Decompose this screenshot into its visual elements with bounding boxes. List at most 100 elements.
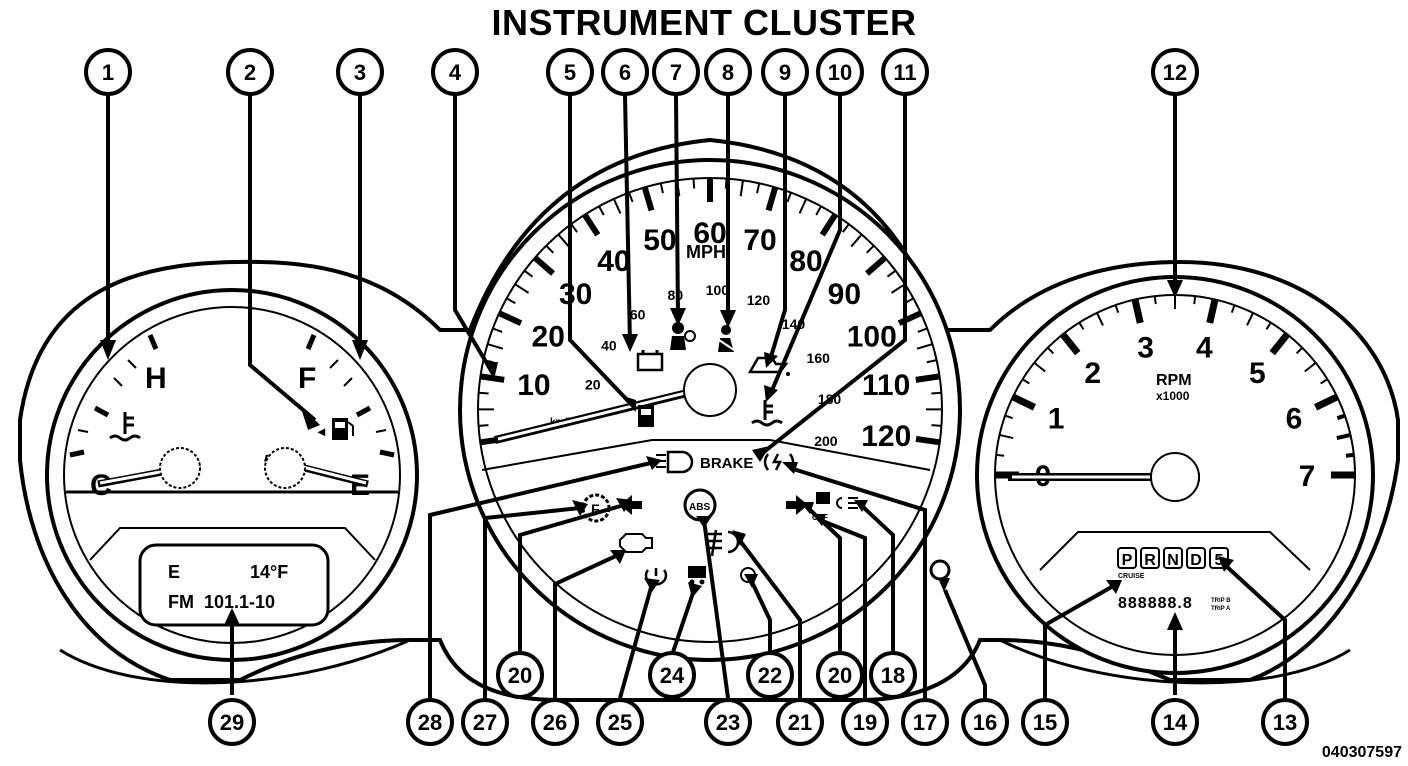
svg-text:F: F	[591, 501, 600, 517]
speedometer-kmh-label: 20	[585, 376, 601, 392]
tachometer-tick	[1320, 378, 1328, 385]
speedometer-kmh-label: 80	[668, 287, 684, 303]
gear-label: 5	[1215, 552, 1224, 569]
speedometer-tick	[915, 373, 940, 383]
gear-label: R	[1144, 552, 1156, 569]
tachometer-tick	[1206, 298, 1219, 324]
tachometer-tick	[1269, 332, 1290, 356]
speedometer-mph-label: 90	[828, 278, 861, 311]
odometer-readout: 888888.8	[1118, 595, 1193, 612]
hill-descent-icon	[688, 566, 706, 585]
fuel-pump-icon: ◂	[317, 418, 354, 440]
speedometer-needle-hub	[683, 363, 737, 417]
temp-minor-ticks	[77, 359, 137, 433]
tachometer-label: 4	[1196, 331, 1213, 364]
speedometer-tick	[765, 186, 779, 212]
callout-circle	[881, 48, 929, 96]
tachometer-tick	[1022, 378, 1030, 385]
callout-number: 28	[418, 710, 442, 735]
seatbelt-icon	[715, 325, 735, 352]
callout-number: 2	[244, 60, 256, 85]
speedometer-mph-label: 40	[597, 245, 630, 278]
callout-circle	[648, 651, 696, 699]
temp-needle-hub	[159, 447, 201, 489]
speedometer-tick	[756, 183, 761, 194]
speedometer-tick	[545, 245, 554, 254]
speedometer-tick	[786, 192, 792, 203]
tachometer-needle-hub	[1150, 452, 1200, 502]
trip-a-label: TRIP A	[1211, 606, 1231, 612]
callout-circle	[1021, 698, 1069, 746]
speedometer-tick	[917, 327, 928, 333]
abs-label: ABS	[689, 502, 710, 513]
tachometer-label: 3	[1137, 331, 1154, 364]
speedometer-tick	[570, 223, 578, 233]
speedometer-tick	[897, 310, 923, 326]
left-gauge-lower-arc	[89, 527, 376, 561]
speedometer-tick	[497, 310, 523, 326]
speedometer-mph-label: 10	[517, 369, 550, 402]
callout-number: 25	[608, 710, 632, 735]
battery-icon	[636, 350, 664, 372]
abs-warning-icon: ABS	[683, 488, 717, 522]
speedometer-tick	[886, 269, 897, 278]
callout-number: 13	[1273, 710, 1297, 735]
tachometer-tick	[1336, 413, 1346, 421]
callout-circle	[704, 48, 752, 96]
callout-number: 11	[893, 60, 916, 85]
tachometer-tick	[1153, 296, 1157, 305]
tachometer-tick	[1295, 347, 1303, 355]
cruise-indicator: CRUISE	[1118, 573, 1145, 580]
speedometer-kmh-label: 60	[630, 306, 646, 322]
brake-warning-text: BRAKE	[700, 455, 753, 472]
callout-circle	[816, 651, 864, 699]
speedometer-tick	[915, 435, 941, 446]
speedometer-tick	[582, 213, 601, 237]
callout-number: 24	[660, 663, 685, 688]
speedometer-tick	[931, 424, 942, 427]
tachometer-tick	[1304, 361, 1317, 373]
callout-circle	[531, 698, 579, 746]
callout-number: 12	[1163, 60, 1187, 85]
turn-signal-left-icon	[620, 495, 642, 515]
speedometer-needle-inner	[497, 383, 719, 441]
tachometer-label: 2	[1084, 357, 1101, 390]
speedometer-tick	[514, 283, 530, 294]
tachometer-label: 7	[1299, 460, 1316, 493]
leader-lines	[106, 94, 1287, 720]
tachometer-lower-plate	[1039, 531, 1311, 571]
callout-circle	[1261, 698, 1309, 746]
leader-arrowheads	[100, 280, 1234, 630]
speedometer-tick	[487, 343, 504, 350]
callout-number: 22	[758, 663, 782, 688]
callout-circle	[601, 48, 649, 96]
fuel-full-label: F	[298, 362, 316, 395]
speedometer-unit: MPH	[686, 242, 726, 262]
callout-number: 26	[543, 710, 567, 735]
figure-id: 040307597	[1321, 744, 1402, 761]
speedometer-tick	[926, 359, 937, 364]
tachometer-tick	[1078, 322, 1085, 330]
speedometer-tick	[819, 213, 838, 237]
speedometer-mph-label: 80	[789, 245, 822, 278]
callout-circle	[431, 48, 479, 96]
speedometer-tick	[557, 233, 570, 248]
callout-circle	[761, 48, 809, 96]
speedometer-tick	[532, 255, 555, 276]
callout-circle	[461, 698, 509, 746]
speedometer-mph-label: 110	[862, 369, 910, 402]
speedometer-tick	[612, 198, 622, 214]
callout-number: 15	[1033, 710, 1057, 735]
speedometer-mph-label: 60	[693, 217, 726, 250]
speedometer-tick	[931, 391, 942, 395]
speedometer-mph-label: 70	[743, 224, 776, 257]
tachometer-tick	[1033, 361, 1046, 373]
speedometer-lower-plate	[481, 439, 931, 471]
callout-circle	[208, 698, 256, 746]
tachometer-tick	[1047, 347, 1055, 355]
callout-circle	[1151, 48, 1199, 96]
callout-circle	[336, 48, 384, 96]
tachometer-label: 1	[1048, 403, 1065, 436]
